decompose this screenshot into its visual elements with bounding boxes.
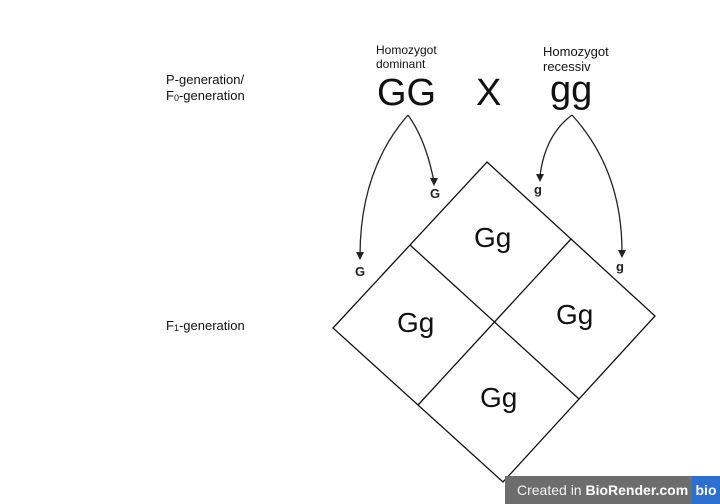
gamete-left-1: G [430, 186, 441, 201]
gamete-right-1: g [534, 182, 542, 197]
arrow-left-parent-to-gamete-2 [359, 114, 409, 257]
arrowhead-3 [536, 174, 544, 182]
watermark-prefix: Created in [517, 482, 586, 498]
f0-subscript: 0 [173, 93, 179, 103]
arrow-left-parent-to-gamete-1 [407, 114, 435, 183]
right-parent-genotype: gg [550, 69, 593, 111]
punnett-cell-bottom: Gg [480, 382, 518, 413]
watermark-text: Created in BioRender.com [505, 482, 692, 498]
punnett-square-outline [332, 161, 656, 483]
p-generation-line1: P-generation/ [166, 72, 245, 87]
arrowhead-4 [618, 250, 626, 258]
f1-suffix: -generation [178, 318, 245, 333]
p-generation-label: P-generation/ F0-generation [166, 72, 245, 106]
right-descriptor-line2: recessiv [543, 59, 591, 74]
left-descriptor-line1: Homozygot [376, 43, 437, 57]
punnett-cell-top: Gg [474, 222, 512, 253]
arrow-right-parent-to-gamete-1 [539, 114, 573, 177]
f1-subscript: 1 [173, 323, 179, 333]
f1-generation-label: F1-generation [166, 318, 245, 336]
left-parent-descriptor: Homozygot dominant [376, 43, 437, 71]
watermark-brand: BioRender.com [585, 482, 689, 498]
punnett-divider-2 [417, 238, 572, 406]
f0-generation-line2: F0-generation [166, 88, 245, 106]
f0-prefix: F [166, 88, 174, 103]
arrowhead-2 [356, 252, 364, 260]
punnett-cell-left: Gg [397, 307, 435, 338]
right-parent-descriptor: Homozygot recessiv [543, 44, 609, 74]
f1-prefix: F [166, 318, 174, 333]
left-parent-genotype: GG [377, 72, 437, 114]
gamete-right-2: g [616, 259, 624, 274]
gamete-left-2: G [355, 264, 366, 279]
biorender-watermark[interactable]: Created in BioRender.com bio [505, 476, 720, 504]
left-descriptor-line2: dominant [376, 57, 426, 71]
f0-suffix: -generation [178, 88, 245, 103]
arrow-right-parent-to-gamete-2 [571, 114, 623, 253]
arrowhead-1 [430, 178, 438, 186]
biorender-logo-icon: bio [692, 476, 720, 504]
right-descriptor-line1: Homozygot [543, 44, 609, 59]
punnett-cell-right: Gg [556, 299, 594, 330]
cross-symbol: X [476, 72, 502, 114]
